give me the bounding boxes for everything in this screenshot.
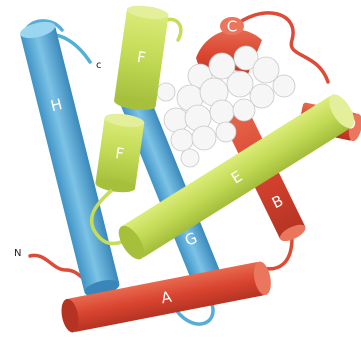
helix-label-C: C	[227, 18, 237, 36]
helix-F-lower: F	[95, 112, 145, 195]
c-terminus-label: c	[96, 60, 102, 71]
loop-ba	[262, 238, 292, 269]
n-terminus-label: N	[14, 248, 21, 259]
